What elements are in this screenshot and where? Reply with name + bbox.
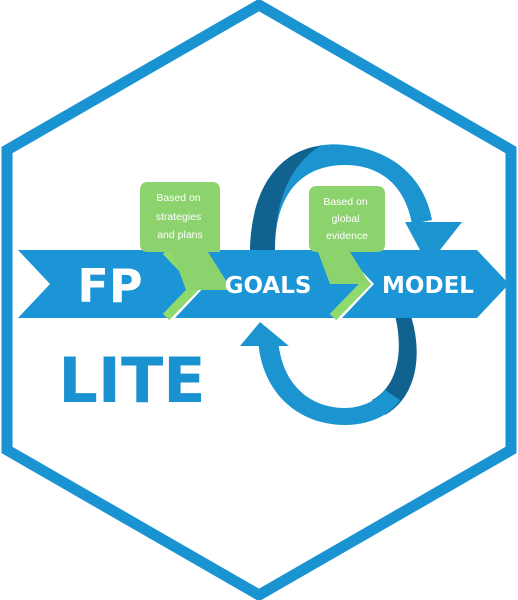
note-strategies: Based on strategies and plans (140, 182, 232, 290)
label-lite: LITE (58, 344, 205, 417)
svg-text:Based on strategies: Based on strategies and plans (156, 192, 204, 241)
note-evidence-line-3: evidence (326, 230, 368, 242)
svg-text:Based on global ev: Based on global evidence (323, 196, 370, 242)
loop-upper-arc (250, 144, 432, 250)
label-fp: FP (77, 259, 142, 313)
loop-lower-arc (258, 340, 400, 425)
loop-arrowhead-top-point (418, 222, 462, 246)
arrow-segment-fp (18, 250, 200, 318)
note-strategies-box (140, 182, 232, 290)
loop-upper-arc-shade (250, 146, 320, 250)
note-evidence-line-2: global (332, 213, 360, 225)
note-strategies-line-2: strategies (156, 211, 202, 223)
arrow-segment-model (342, 250, 509, 318)
cycle-loop-back (250, 144, 432, 415)
label-model: MODEL (382, 273, 474, 299)
note-strategies-line-3: and plans (157, 229, 203, 241)
loop-arrowhead-bottom (240, 322, 289, 346)
note-evidence: Based on global evidence (309, 186, 385, 284)
loop-right-arc (372, 300, 417, 415)
process-arrow-band (18, 247, 509, 321)
note-strategies-line-1: Based on (156, 192, 201, 204)
cycle-loop-front (240, 222, 462, 425)
label-goals: GOALS (225, 273, 312, 299)
arrow-segment-goals (175, 250, 367, 318)
note-evidence-box (309, 186, 385, 284)
note-evidence-line-1: Based on (323, 196, 368, 208)
